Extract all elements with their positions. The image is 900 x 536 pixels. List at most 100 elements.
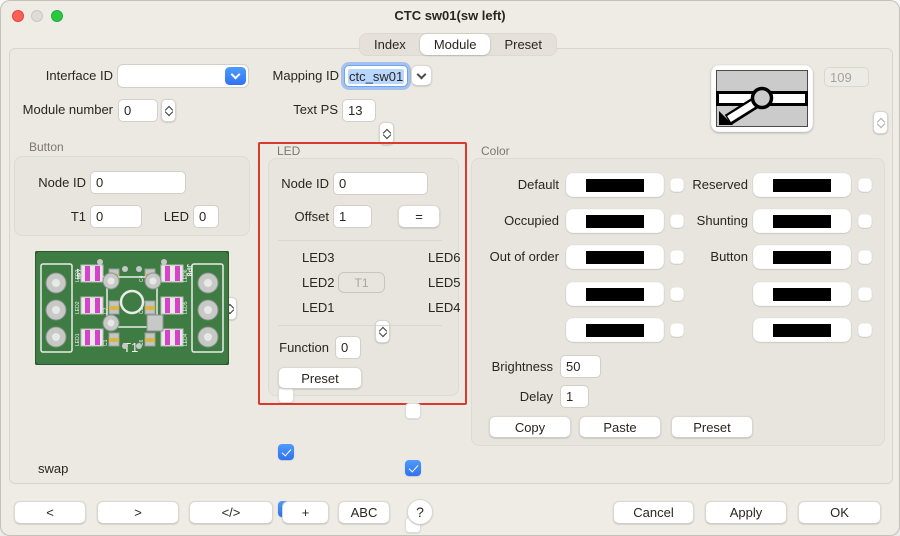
ok-button[interactable]: OK: [798, 501, 881, 524]
color-default-checkbox[interactable]: [670, 178, 684, 192]
color-swatch: [586, 178, 644, 192]
mapping-id-dropdown-button[interactable]: [411, 65, 432, 86]
color-extra-2-checkbox[interactable]: [858, 287, 872, 301]
interface-id-combobox[interactable]: [117, 64, 249, 88]
color-swatch: [586, 214, 644, 228]
equals-button[interactable]: =: [398, 205, 440, 228]
color-well-extra-3[interactable]: [566, 318, 664, 342]
led2-checkbox[interactable]: [278, 444, 294, 460]
led-section-box: [268, 158, 459, 396]
color-button-checkbox[interactable]: [858, 250, 872, 264]
tab-module[interactable]: Module: [419, 34, 491, 55]
led-offset-input[interactable]: 1: [333, 205, 372, 228]
minimize-button: [31, 10, 43, 22]
paste-button[interactable]: Paste: [579, 416, 661, 438]
pcb-led6-label: LED6: [183, 269, 189, 282]
color-well-default[interactable]: [566, 173, 664, 197]
led3-checkbox-label: LED3: [302, 250, 335, 265]
color-well-extra-4[interactable]: [753, 318, 851, 342]
led-preset-button[interactable]: Preset: [278, 367, 362, 389]
tab-preset[interactable]: Preset: [504, 37, 543, 52]
next-button[interactable]: >: [97, 501, 179, 524]
button-led-input[interactable]: 0: [193, 205, 219, 228]
pcb-jp8-label: JP8: [185, 264, 192, 277]
abc-button[interactable]: ABC: [338, 501, 390, 524]
color-swatch: [773, 250, 831, 264]
color-shunting-label: Shunting: [696, 213, 748, 228]
color-section-title: Color: [481, 144, 510, 158]
color-extra-1-checkbox[interactable]: [670, 287, 684, 301]
function-input[interactable]: 0: [335, 336, 361, 359]
led-section-title: LED: [277, 144, 301, 158]
led2-checkbox-label: LED2: [302, 275, 335, 290]
pcb-led1-label: LED1: [75, 333, 81, 346]
tab-bar: Index Module Preset: [359, 33, 558, 56]
led-offset-stepper[interactable]: [375, 320, 390, 343]
copy-button[interactable]: Copy: [489, 416, 571, 438]
code-button[interactable]: </>: [189, 501, 273, 524]
window-title: CTC sw01(sw left): [394, 8, 506, 23]
color-reserved-checkbox[interactable]: [858, 178, 872, 192]
color-well-extra-1[interactable]: [566, 282, 664, 306]
led5-checkbox[interactable]: [405, 460, 421, 476]
connector-pads: [45, 272, 219, 348]
color-swatch: [586, 323, 644, 337]
titlebar: CTC sw01(sw left): [1, 1, 899, 29]
color-swatch: [773, 214, 831, 228]
color-shunting-checkbox[interactable]: [858, 214, 872, 228]
color-extra-4-checkbox[interactable]: [858, 323, 872, 337]
button-node-id-label: Node ID: [38, 175, 86, 190]
mapping-id-label: Mapping ID: [272, 68, 339, 83]
led-components: [80, 264, 184, 347]
color-occupied-checkbox[interactable]: [670, 214, 684, 228]
pcb-c1-label: C1: [103, 339, 109, 346]
module-number-stepper[interactable]: [161, 99, 176, 122]
button-t1-input[interactable]: 0: [90, 205, 142, 228]
button-node-id-input[interactable]: 0: [90, 171, 186, 194]
color-swatch: [773, 178, 831, 192]
apply-button[interactable]: Apply: [705, 501, 787, 524]
color-preset-button[interactable]: Preset: [671, 416, 753, 438]
color-default-label: Default: [517, 177, 559, 192]
color-extra-3-checkbox[interactable]: [670, 323, 684, 337]
led-node-id-input[interactable]: 0: [333, 172, 428, 195]
divider: [278, 240, 442, 241]
color-well-button[interactable]: [753, 245, 851, 269]
swap-label: swap: [38, 461, 69, 476]
pcb-c2-label: C2: [103, 307, 109, 314]
mapping-id-value: ctc_sw01: [348, 68, 405, 84]
led3-checkbox[interactable]: [278, 387, 294, 403]
color-out-of-order-checkbox[interactable]: [670, 250, 684, 264]
color-well-occupied[interactable]: [566, 209, 664, 233]
mapping-id-input[interactable]: ctc_sw01: [344, 65, 408, 87]
pcb-image: JP7 JP8 LED3 LED2 LED1 LED6 LED5 LED4: [34, 250, 230, 370]
add-button[interactable]: +: [282, 501, 329, 524]
delay-label: Delay: [519, 389, 553, 404]
cancel-button[interactable]: Cancel: [613, 501, 694, 524]
symbol-id-input: 109: [824, 67, 869, 87]
module-number-input[interactable]: 0: [118, 99, 158, 122]
zoom-button[interactable]: [51, 10, 63, 22]
text-ps-stepper[interactable]: [379, 122, 394, 145]
help-button[interactable]: ?: [407, 499, 433, 525]
text-ps-input[interactable]: 13: [342, 99, 376, 122]
color-well-reserved[interactable]: [753, 173, 851, 197]
text-ps-label: Text PS: [293, 102, 338, 117]
color-swatch: [773, 323, 831, 337]
color-well-out-of-order[interactable]: [566, 245, 664, 269]
close-button[interactable]: [12, 10, 24, 22]
prev-button[interactable]: <: [14, 501, 86, 524]
led6-checkbox[interactable]: [405, 403, 421, 419]
color-swatch: [586, 287, 644, 301]
tab-index[interactable]: Index: [374, 37, 406, 52]
brightness-input[interactable]: 50: [560, 355, 601, 378]
t1-button: T1: [338, 272, 385, 293]
led1-checkbox-label: LED1: [302, 300, 335, 315]
pcb-led3-label: LED3: [75, 269, 81, 282]
color-well-shunting[interactable]: [753, 209, 851, 233]
delay-input[interactable]: 1: [560, 385, 589, 408]
symbol-id-stepper: [873, 111, 888, 134]
color-well-extra-2[interactable]: [753, 282, 851, 306]
combo-dropdown-button[interactable]: [225, 67, 246, 85]
color-swatch: [773, 287, 831, 301]
